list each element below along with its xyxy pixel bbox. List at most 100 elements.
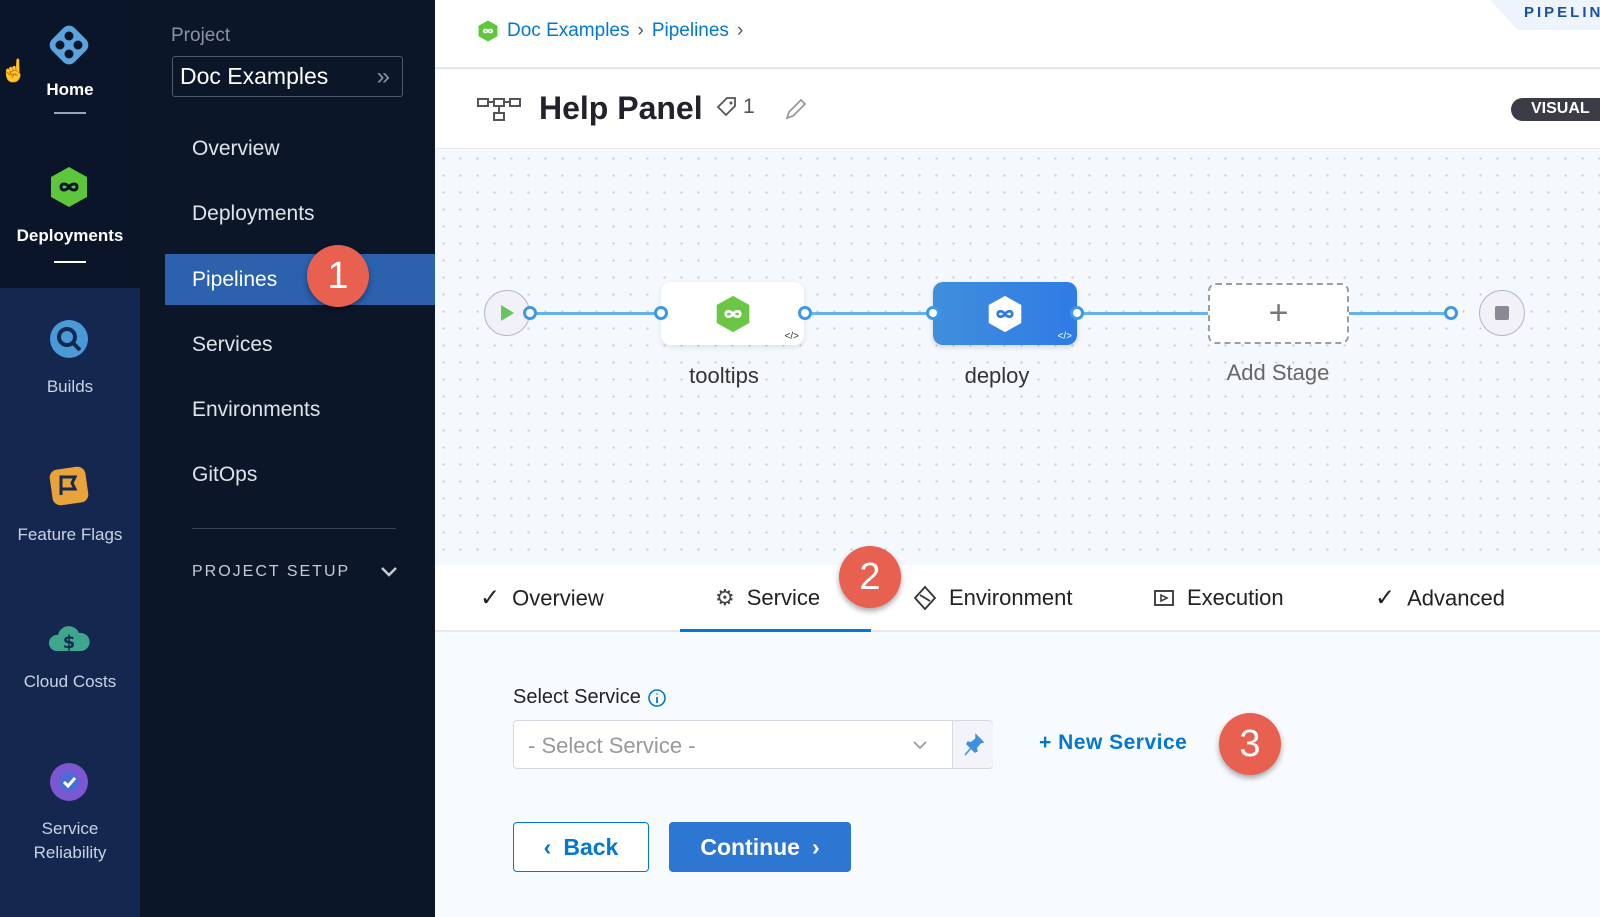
rail-item-feature-flags[interactable]: Feature Flags — [0, 465, 140, 555]
pipeline-studio-tab[interactable]: PIPELIN — [1490, 0, 1600, 30]
info-icon[interactable] — [647, 688, 667, 708]
rail-item-deployments[interactable]: Deployments — [0, 160, 140, 270]
rail-item-builds[interactable]: Builds — [0, 318, 140, 408]
chevron-right-icon: › — [811, 833, 820, 860]
breadcrumb-project[interactable]: Doc Examples — [507, 20, 630, 41]
project-label: Project — [171, 25, 231, 46]
nav-item-gitops[interactable]: GitOps — [192, 463, 258, 486]
select-placeholder: - Select Service - — [528, 733, 696, 758]
stop-icon — [1495, 306, 1509, 320]
double-chevron-right-icon: » — [376, 62, 390, 90]
breadcrumb: Doc Examples › Pipelines › — [477, 20, 743, 42]
divider — [54, 112, 86, 114]
deployments-icon — [478, 20, 498, 42]
tab-label: Service — [746, 585, 821, 610]
environment-icon — [913, 585, 937, 611]
tab-overview[interactable]: ✓Overview — [480, 584, 604, 613]
pipeline-edge — [1077, 312, 1208, 315]
stage-node-deploy[interactable]: </> — [933, 282, 1077, 345]
project-setup-label: PROJECT SETUP — [192, 563, 351, 580]
project-nav: Project Doc Examples » Overview Deployme… — [140, 0, 435, 917]
pipeline-edge — [1349, 312, 1451, 315]
breadcrumb-pipelines[interactable]: Pipelines — [651, 20, 729, 41]
service-reliability-icon — [50, 763, 88, 801]
tags-button[interactable]: 1 — [715, 95, 755, 119]
tag-count: 1 — [743, 95, 755, 118]
chevron-down-icon — [913, 741, 927, 750]
stage-label: tooltips — [689, 363, 759, 388]
svg-text:$: $ — [63, 632, 76, 653]
node-port — [654, 306, 668, 320]
button-label: Back — [563, 833, 619, 860]
rail-label: Feature Flags — [17, 525, 123, 544]
gear-icon: ⚙ — [715, 585, 735, 610]
node-port — [798, 306, 812, 320]
back-button[interactable]: ‹Back — [513, 822, 649, 872]
harness-home-icon — [49, 25, 89, 65]
rail-item-cloud-costs[interactable]: $ Cloud Costs — [0, 617, 140, 707]
deployments-icon — [716, 295, 750, 333]
pipeline-end-node — [1479, 290, 1525, 336]
tab-label: Execution — [1187, 585, 1284, 610]
tab-execution[interactable]: Execution — [1153, 585, 1284, 611]
rail-item-home[interactable]: Home — [0, 0, 140, 120]
visual-mode-toggle[interactable]: VISUAL — [1511, 98, 1600, 121]
tab-label: Advanced — [1407, 585, 1505, 610]
code-icon: </> — [1057, 331, 1072, 342]
nav-item-deployments[interactable]: Deployments — [192, 202, 315, 225]
pipeline-start-node[interactable] — [484, 290, 530, 336]
cloud-costs-icon: $ — [48, 626, 90, 653]
pipeline-icon — [477, 98, 521, 121]
main-panel: Doc Examples › Pipelines › PIPELIN Help … — [435, 0, 1600, 917]
rail-label: Home — [46, 80, 94, 99]
nav-item-pipelines[interactable]: Pipelines — [192, 268, 278, 291]
callout-badge-2: 2 — [839, 546, 901, 608]
pipeline-edge — [805, 312, 933, 315]
node-port — [926, 306, 940, 320]
callout-badge-3: 3 — [1219, 713, 1281, 775]
tag-icon — [716, 97, 736, 117]
add-stage-label: Add Stage — [1226, 360, 1330, 385]
field-label: Select Service — [513, 686, 641, 708]
chevron-down-icon — [381, 567, 397, 577]
pin-icon — [964, 733, 985, 756]
rail-label: Deployments — [16, 226, 124, 245]
node-port — [523, 306, 537, 320]
pipeline-edge — [519, 312, 661, 315]
check-icon: ✓ — [1375, 584, 1396, 612]
project-selector[interactable]: Doc Examples » — [172, 56, 403, 97]
project-name: Doc Examples — [180, 63, 329, 89]
project-setup-toggle[interactable]: PROJECT SETUP — [192, 563, 398, 581]
tab-environment[interactable]: Environment — [913, 585, 1073, 611]
code-icon: </> — [784, 331, 799, 342]
module-rail: Home Deployments Builds Feature Flags $ … — [0, 0, 140, 917]
chevron-right-icon: › — [736, 20, 744, 41]
nav-item-overview[interactable]: Overview — [192, 137, 280, 160]
active-tab-underline — [680, 629, 871, 632]
new-service-button[interactable]: + New Service — [1039, 731, 1188, 754]
execution-icon — [1154, 590, 1174, 606]
nav-item-services[interactable]: Services — [192, 333, 273, 356]
tab-service[interactable]: ⚙ Service — [715, 585, 820, 611]
node-port — [1070, 306, 1084, 320]
node-port — [1444, 306, 1458, 320]
pin-button[interactable] — [952, 721, 993, 768]
deployments-icon — [988, 295, 1022, 333]
active-nav-highlight — [165, 254, 435, 305]
continue-button[interactable]: Continue› — [669, 822, 851, 872]
tab-label: Overview — [512, 585, 604, 610]
edit-pencil-icon[interactable] — [783, 96, 809, 122]
builds-icon — [50, 320, 88, 358]
rail-item-service-reliability[interactable]: Service Reliability — [0, 761, 140, 862]
breadcrumb-bar — [435, 0, 1600, 69]
add-stage-button[interactable]: + — [1208, 283, 1349, 344]
pipeline-header — [435, 71, 1600, 149]
stage-label: deploy — [964, 363, 1030, 388]
nav-divider — [192, 528, 396, 529]
rail-label: Cloud Costs — [23, 672, 117, 691]
stage-node-tooltips[interactable]: </> — [661, 282, 804, 345]
pipeline-canvas[interactable] — [435, 150, 1600, 565]
tab-advanced[interactable]: ✓ Advanced — [1375, 584, 1505, 613]
select-service-dropdown[interactable]: - Select Service - — [513, 720, 993, 769]
nav-item-environments[interactable]: Environments — [192, 398, 321, 421]
